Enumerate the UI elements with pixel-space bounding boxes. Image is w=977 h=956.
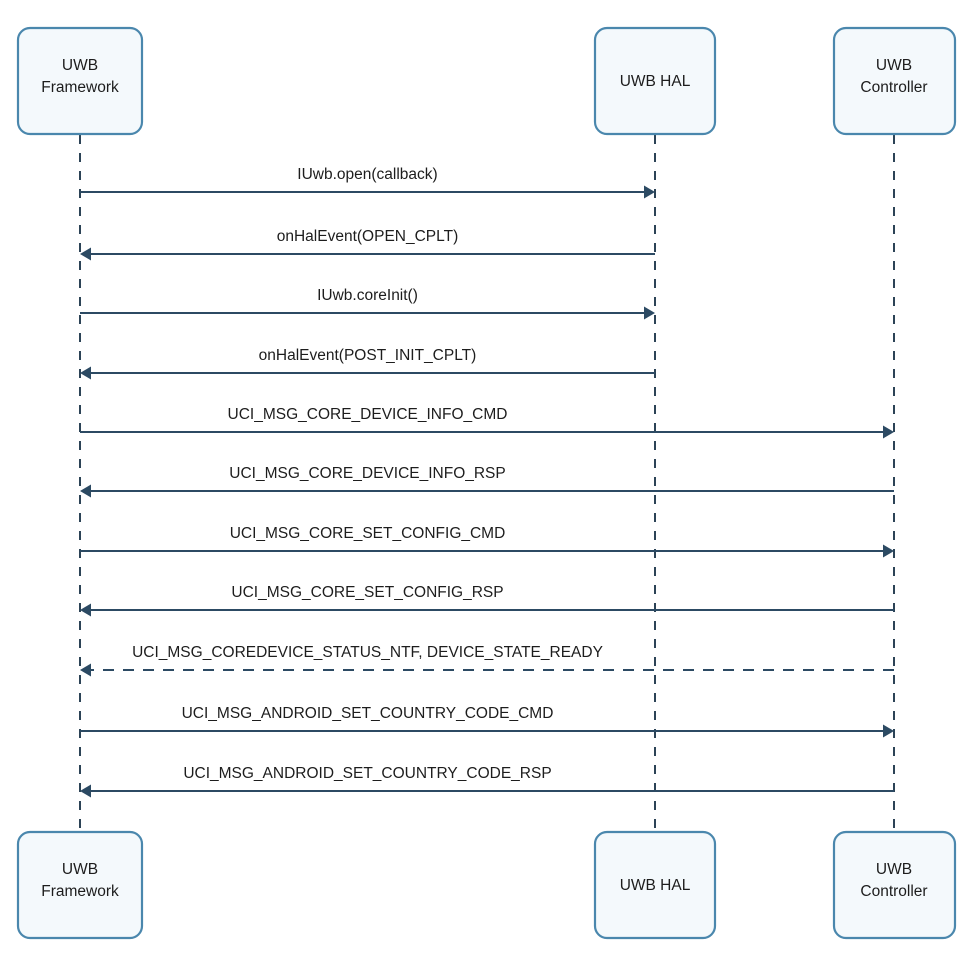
message-label-3: IUwb.coreInit() <box>317 287 418 304</box>
message-label-1: IUwb.open(callback) <box>297 166 437 183</box>
message-label-6: UCI_MSG_CORE_DEVICE_INFO_RSP <box>229 465 506 482</box>
participant-box-controller-bottom[interactable] <box>832 830 957 940</box>
participant-label-framework-bottom-line1: UWB <box>62 861 98 878</box>
message-label-10: UCI_MSG_ANDROID_SET_COUNTRY_CODE_CMD <box>182 705 554 722</box>
message-arrowhead-8 <box>80 603 91 617</box>
message-3[interactable]: IUwb.coreInit() <box>80 287 655 320</box>
message-label-11: UCI_MSG_ANDROID_SET_COUNTRY_CODE_RSP <box>183 765 551 782</box>
participant-box-framework-bottom[interactable] <box>16 830 144 940</box>
participant-box-hal-bottom[interactable] <box>593 830 717 940</box>
participant-footer-controller[interactable]: UWB Controller <box>832 830 957 940</box>
message-7[interactable]: UCI_MSG_CORE_SET_CONFIG_CMD <box>80 525 894 558</box>
message-11[interactable]: UCI_MSG_ANDROID_SET_COUNTRY_CODE_RSP <box>80 765 894 798</box>
participant-label-hal-line1: UWB HAL <box>620 73 691 90</box>
participant-header-hal[interactable]: UWB HAL <box>593 26 717 136</box>
message-label-9: UCI_MSG_COREDEVICE_STATUS_NTF, DEVICE_ST… <box>132 644 603 661</box>
message-arrowhead-7 <box>883 544 894 558</box>
participant-label-framework-bottom-line2: Framework <box>41 883 119 900</box>
participant-box-controller[interactable] <box>832 26 957 136</box>
message-label-5: UCI_MSG_CORE_DEVICE_INFO_CMD <box>228 406 508 423</box>
message-arrowhead-9 <box>80 663 91 677</box>
message-arrowhead-4 <box>80 366 91 380</box>
participant-header-framework[interactable]: UWB Framework <box>16 26 144 136</box>
messages-layer: IUwb.open(callback) onHalEvent(OPEN_CPLT)… <box>80 166 894 798</box>
message-arrowhead-1 <box>644 185 655 199</box>
message-arrowhead-5 <box>883 425 894 439</box>
participant-footer-framework[interactable]: UWB Framework <box>16 830 144 940</box>
participant-label-controller-bottom-line1: UWB <box>876 861 912 878</box>
message-label-4: onHalEvent(POST_INIT_CPLT) <box>259 347 477 364</box>
message-6[interactable]: UCI_MSG_CORE_DEVICE_INFO_RSP <box>80 465 894 498</box>
participant-box-hal[interactable] <box>593 26 717 136</box>
participant-label-hal-bottom-line1: UWB HAL <box>620 877 691 894</box>
participant-label-controller-line1: UWB <box>876 57 912 74</box>
participant-label-controller-line2: Controller <box>860 79 927 96</box>
participant-label-framework-line1: UWB <box>62 57 98 74</box>
message-1[interactable]: IUwb.open(callback) <box>80 166 655 199</box>
message-4[interactable]: onHalEvent(POST_INIT_CPLT) <box>80 347 655 380</box>
message-label-8: UCI_MSG_CORE_SET_CONFIG_RSP <box>231 584 503 601</box>
message-label-2: onHalEvent(OPEN_CPLT) <box>277 228 458 245</box>
message-arrowhead-3 <box>644 306 655 320</box>
participant-header-controller[interactable]: UWB Controller <box>832 26 957 136</box>
message-arrowhead-11 <box>80 784 91 798</box>
participant-box-framework[interactable] <box>16 26 144 136</box>
message-8[interactable]: UCI_MSG_CORE_SET_CONFIG_RSP <box>80 584 894 617</box>
participant-label-controller-bottom-line2: Controller <box>860 883 927 900</box>
lifelines-layer <box>79 135 895 832</box>
message-2[interactable]: onHalEvent(OPEN_CPLT) <box>80 228 655 261</box>
message-10[interactable]: UCI_MSG_ANDROID_SET_COUNTRY_CODE_CMD <box>80 705 894 738</box>
message-arrowhead-2 <box>80 247 91 261</box>
message-arrowhead-6 <box>80 484 91 498</box>
message-label-7: UCI_MSG_CORE_SET_CONFIG_CMD <box>230 525 506 542</box>
participant-label-framework-line2: Framework <box>41 79 119 96</box>
message-arrowhead-10 <box>883 724 894 738</box>
message-9[interactable]: UCI_MSG_COREDEVICE_STATUS_NTF, DEVICE_ST… <box>80 644 894 677</box>
message-5[interactable]: UCI_MSG_CORE_DEVICE_INFO_CMD <box>80 406 894 439</box>
participant-footer-hal[interactable]: UWB HAL <box>593 830 717 940</box>
